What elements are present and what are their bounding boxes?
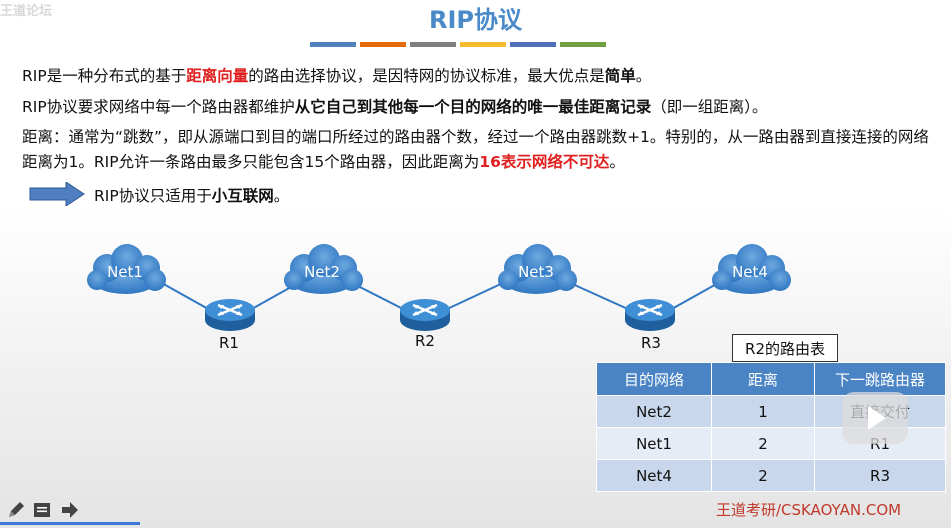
- link-r2-net3: [444, 281, 506, 311]
- header-distance: 距离: [711, 362, 815, 396]
- arrow-note-prefix: RIP协议只适用于: [94, 187, 212, 205]
- table-row: Net4 2 R3: [596, 459, 946, 492]
- cell-distance: 2: [711, 459, 815, 492]
- cloud-net2: Net2: [284, 244, 363, 294]
- video-play-button[interactable]: [842, 392, 908, 444]
- cloud-net1: Net1: [87, 244, 166, 294]
- para2-prefix: RIP协议要求网络中每一个路由器都维护: [22, 98, 295, 116]
- paragraph-rip-definition: RIP是一种分布式的基于距离向量的路由选择协议，是因特网的协议标准，最大优点是简…: [22, 64, 937, 89]
- router-r1-label: R1: [219, 334, 239, 352]
- cell-destination: Net1: [596, 427, 712, 460]
- router-r1-icon: [203, 297, 257, 333]
- color-bar-6: [560, 42, 606, 47]
- cloud-net4-label: Net4: [732, 263, 768, 281]
- color-bar-2: [360, 42, 406, 47]
- cloud-net3-label: Net3: [518, 263, 554, 281]
- cell-distance: 2: [711, 427, 815, 460]
- para3-prefix: 距离：通常为“跳数”，即从源端口到目的端口所经过的路由器个数，经过一个路由器跳数…: [22, 128, 929, 171]
- arrow-note-suffix: 。: [273, 187, 290, 205]
- slide-title: RIP协议: [429, 6, 522, 34]
- arrow-note-bold: 小互联网: [211, 187, 274, 205]
- routing-table-caption: R2的路由表: [732, 334, 838, 362]
- router-r3-icon: [623, 297, 677, 333]
- header-destination: 目的网络: [596, 362, 712, 396]
- watermark-bottom: 王道考研/CSKAOYAN.COM: [716, 501, 902, 519]
- color-bar-3: [410, 42, 456, 47]
- cell-destination: Net4: [596, 459, 712, 492]
- link-net3-r3: [567, 281, 631, 311]
- cell-distance: 1: [711, 395, 815, 428]
- para3-highlight: 16表示网络不可达: [479, 153, 610, 171]
- cell-next-hop: R3: [814, 459, 946, 492]
- next-arrow-icon[interactable]: [60, 500, 80, 520]
- play-icon: [868, 406, 886, 430]
- para1-prefix: RIP是一种分布式的基于: [22, 67, 187, 85]
- notes-icon[interactable]: [32, 500, 52, 520]
- color-bar-1: [310, 42, 356, 47]
- para2-bold: 从它自己到其他每一个目的网络的唯一最佳距离记录: [294, 98, 652, 116]
- header-next-hop: 下一跳路由器: [814, 362, 946, 396]
- router-r2-icon: [398, 297, 452, 333]
- para2-suffix: （即一组距离）。: [651, 98, 768, 116]
- arrow-note-text: RIP协议只适用于小互联网。: [94, 184, 289, 206]
- paragraph-rip-requirement: RIP协议要求网络中每一个路由器都维护从它自己到其他每一个目的网络的唯一最佳距离…: [22, 95, 937, 120]
- para1-bold: 简单: [604, 67, 636, 85]
- routing-table-header: 目的网络 距离 下一跳路由器: [596, 362, 946, 396]
- color-bar-5: [510, 42, 556, 47]
- playback-progress-bar[interactable]: [0, 522, 140, 525]
- para1-highlight: 距离向量: [186, 67, 249, 85]
- color-bar-4: [460, 42, 506, 47]
- cloud-net4: Net4: [712, 244, 791, 294]
- para3-suffix: 。: [609, 153, 625, 171]
- cloud-net3: Net3: [498, 244, 577, 294]
- para1-suffix: 。: [635, 67, 652, 85]
- watermark-top: 王道论坛: [0, 4, 53, 19]
- para1-middle: 的路由选择协议，是因特网的协议标准，最大优点是: [248, 67, 605, 85]
- cell-destination: Net2: [596, 395, 712, 428]
- pen-icon[interactable]: [6, 500, 26, 520]
- right-arrow-icon: [29, 182, 85, 206]
- paragraph-distance: 距离：通常为“跳数”，即从源端口到目的端口所经过的路由器个数，经过一个路由器跳数…: [22, 125, 937, 175]
- network-diagram: Net1 Net2 Net3 Net4: [87, 244, 791, 333]
- link-net1-r1: [159, 281, 211, 311]
- link-r3-net4: [669, 281, 721, 311]
- cloud-net1-label: Net1: [107, 263, 143, 281]
- router-r2-label: R2: [415, 332, 435, 350]
- router-r3-label: R3: [641, 334, 661, 352]
- cloud-net2-label: Net2: [304, 263, 340, 281]
